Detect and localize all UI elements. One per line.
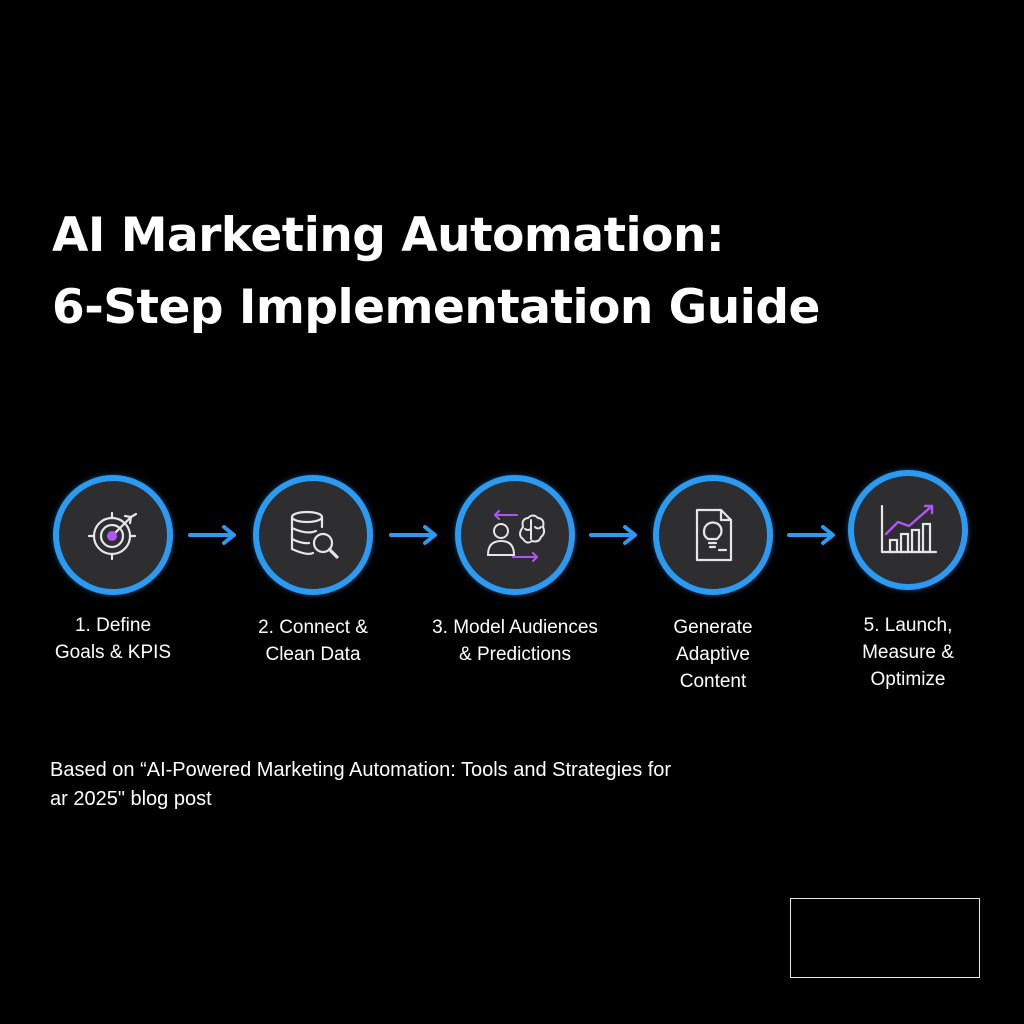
step-3-label: 3. Model Audiences & Predictions bbox=[432, 617, 598, 665]
step-4-circle bbox=[653, 475, 773, 595]
arrow-1-icon bbox=[188, 525, 236, 545]
arrow-3-icon bbox=[589, 525, 637, 545]
target-icon bbox=[87, 511, 138, 561]
page-title: AI Marketing Automation: 6-Step Implemen… bbox=[52, 200, 820, 344]
source-line-2: ar 2025" blog post bbox=[50, 788, 212, 810]
document-lightbulb-icon bbox=[695, 508, 733, 562]
step-5-label: 5. Launch, Measure & Optimize bbox=[862, 615, 954, 690]
title-line-1: AI Marketing Automation: bbox=[52, 208, 725, 263]
step-5-circle bbox=[848, 470, 968, 590]
arrow-4-icon bbox=[787, 525, 835, 545]
arrow-2-icon bbox=[389, 525, 437, 545]
growth-chart-icon bbox=[880, 504, 938, 554]
step-3-circle bbox=[455, 475, 575, 595]
step-4-label: Generate Adaptive Content bbox=[673, 617, 753, 692]
step-2-circle bbox=[253, 475, 373, 595]
step-2-label: 2. Connect & Clean Data bbox=[258, 617, 368, 665]
step-1-label: 1. Define Goals & KPIS bbox=[54, 615, 172, 663]
step-1-circle bbox=[53, 475, 173, 595]
empty-placeholder-box bbox=[790, 898, 980, 978]
source-note: Based on “AI-Powered Marketing Automatio… bbox=[50, 756, 671, 814]
title-line-2: 6-Step Implementation Guide bbox=[52, 280, 820, 335]
database-search-icon bbox=[290, 510, 339, 559]
source-line-1: Based on “AI-Powered Marketing Automatio… bbox=[50, 759, 672, 781]
audience-brain-icon bbox=[486, 510, 546, 562]
